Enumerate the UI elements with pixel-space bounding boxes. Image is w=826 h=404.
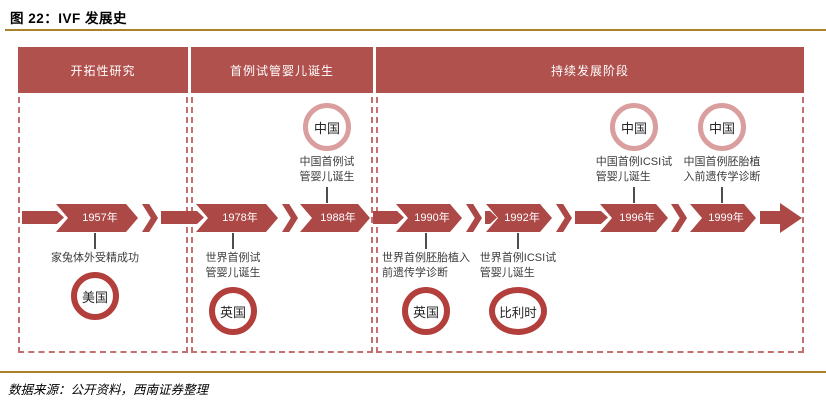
- timeline-bar: [760, 211, 782, 224]
- timeline-bar: [22, 211, 64, 224]
- connector-line: [425, 233, 427, 249]
- connector-line: [721, 187, 723, 203]
- country-label: 中国: [313, 120, 340, 136]
- top-divider-line: [5, 29, 826, 31]
- country-label: 中国: [708, 120, 735, 136]
- event-1992: 世界首例ICSI试管婴儿诞生 比利时: [458, 233, 578, 335]
- event-text: 世界首例试管婴儿诞生: [205, 252, 261, 279]
- event-1999: 中国 中国首例胚胎植入前遗传学诊断: [662, 103, 782, 203]
- section-band-pioneering: 开拓性研究: [18, 47, 188, 93]
- timeline-bar: [373, 211, 404, 224]
- bottom-divider-line: [0, 371, 826, 373]
- timeline-bar: [161, 211, 204, 224]
- year-banner-1978: 1978年: [196, 204, 278, 232]
- country-circle: 中国: [303, 103, 351, 151]
- event-1990: 世界首例胚胎植入前遗传学诊断 英国: [366, 233, 486, 335]
- year-banner-1990: 1990年: [396, 204, 462, 232]
- source-note: 数据来源：公开资料，西南证券整理: [8, 383, 209, 397]
- event-text: 中国首例试管婴儿诞生: [299, 156, 355, 183]
- event-1978: 世界首例试管婴儿诞生 英国: [173, 233, 293, 335]
- event-text: 家兔体外受精成功: [51, 252, 139, 264]
- event-1957: 家兔体外受精成功 美国: [35, 233, 155, 320]
- year-banner-1992: 1992年: [486, 204, 552, 232]
- timeline-bar: [575, 211, 608, 224]
- event-text: 世界首例ICSI试管婴儿诞生: [479, 252, 557, 279]
- country-circle: 英国: [402, 287, 450, 335]
- connector-line: [517, 233, 519, 249]
- country-label: 英国: [219, 304, 246, 320]
- country-circle: 中国: [698, 103, 746, 151]
- country-circle: 美国: [71, 272, 119, 320]
- country-circle: 中国: [610, 103, 658, 151]
- event-text: 中国首例ICSI试管婴儿诞生: [595, 156, 673, 183]
- country-label: 英国: [412, 304, 439, 320]
- section-band-development: 持续发展阶段: [376, 47, 804, 93]
- connector-line: [633, 187, 635, 203]
- figure-title: 图 22：IVF 发展史: [10, 11, 128, 26]
- country-circle: 比利时: [489, 287, 547, 335]
- event-1988: 中国 中国首例试管婴儿诞生: [267, 103, 387, 203]
- event-text: 中国首例胚胎植入前遗传学诊断: [683, 156, 761, 183]
- connector-line: [94, 233, 96, 249]
- connector-line: [326, 187, 328, 203]
- connector-line: [232, 233, 234, 249]
- country-circle: 英国: [209, 287, 257, 335]
- event-1996: 中国 中国首例ICSI试管婴儿诞生: [574, 103, 694, 203]
- section-band-first-ivf: 首例试管婴儿诞生: [191, 47, 373, 93]
- year-banner-1957: 1957年: [56, 204, 138, 232]
- country-label: 比利时: [499, 305, 537, 320]
- country-label: 中国: [620, 120, 647, 136]
- country-label: 美国: [81, 289, 108, 305]
- event-text: 世界首例胚胎植入前遗传学诊断: [382, 252, 470, 279]
